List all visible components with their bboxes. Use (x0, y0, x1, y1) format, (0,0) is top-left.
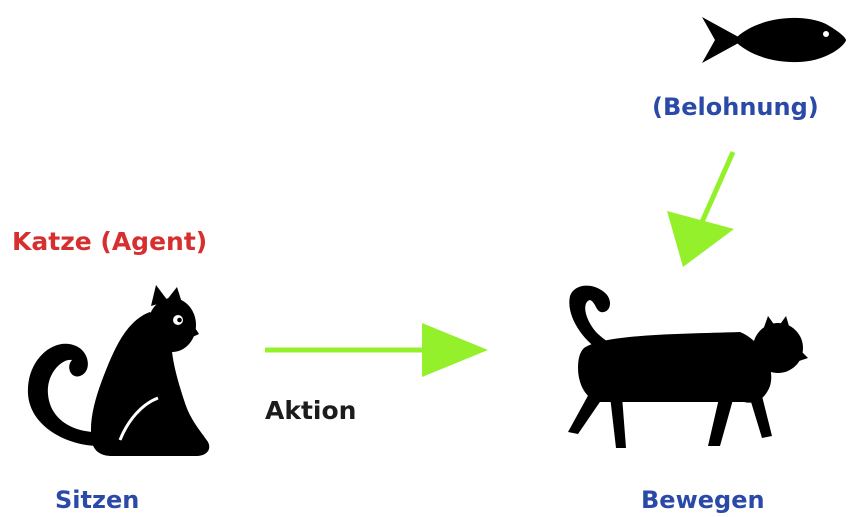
reward-label: (Belohnung) (652, 93, 819, 121)
moving-state-label: Bewegen (641, 486, 765, 514)
agent-label: Katze (Agent) (12, 227, 208, 256)
sitting-state-label: Sitzen (55, 486, 140, 514)
action-label: Aktion (265, 396, 357, 425)
